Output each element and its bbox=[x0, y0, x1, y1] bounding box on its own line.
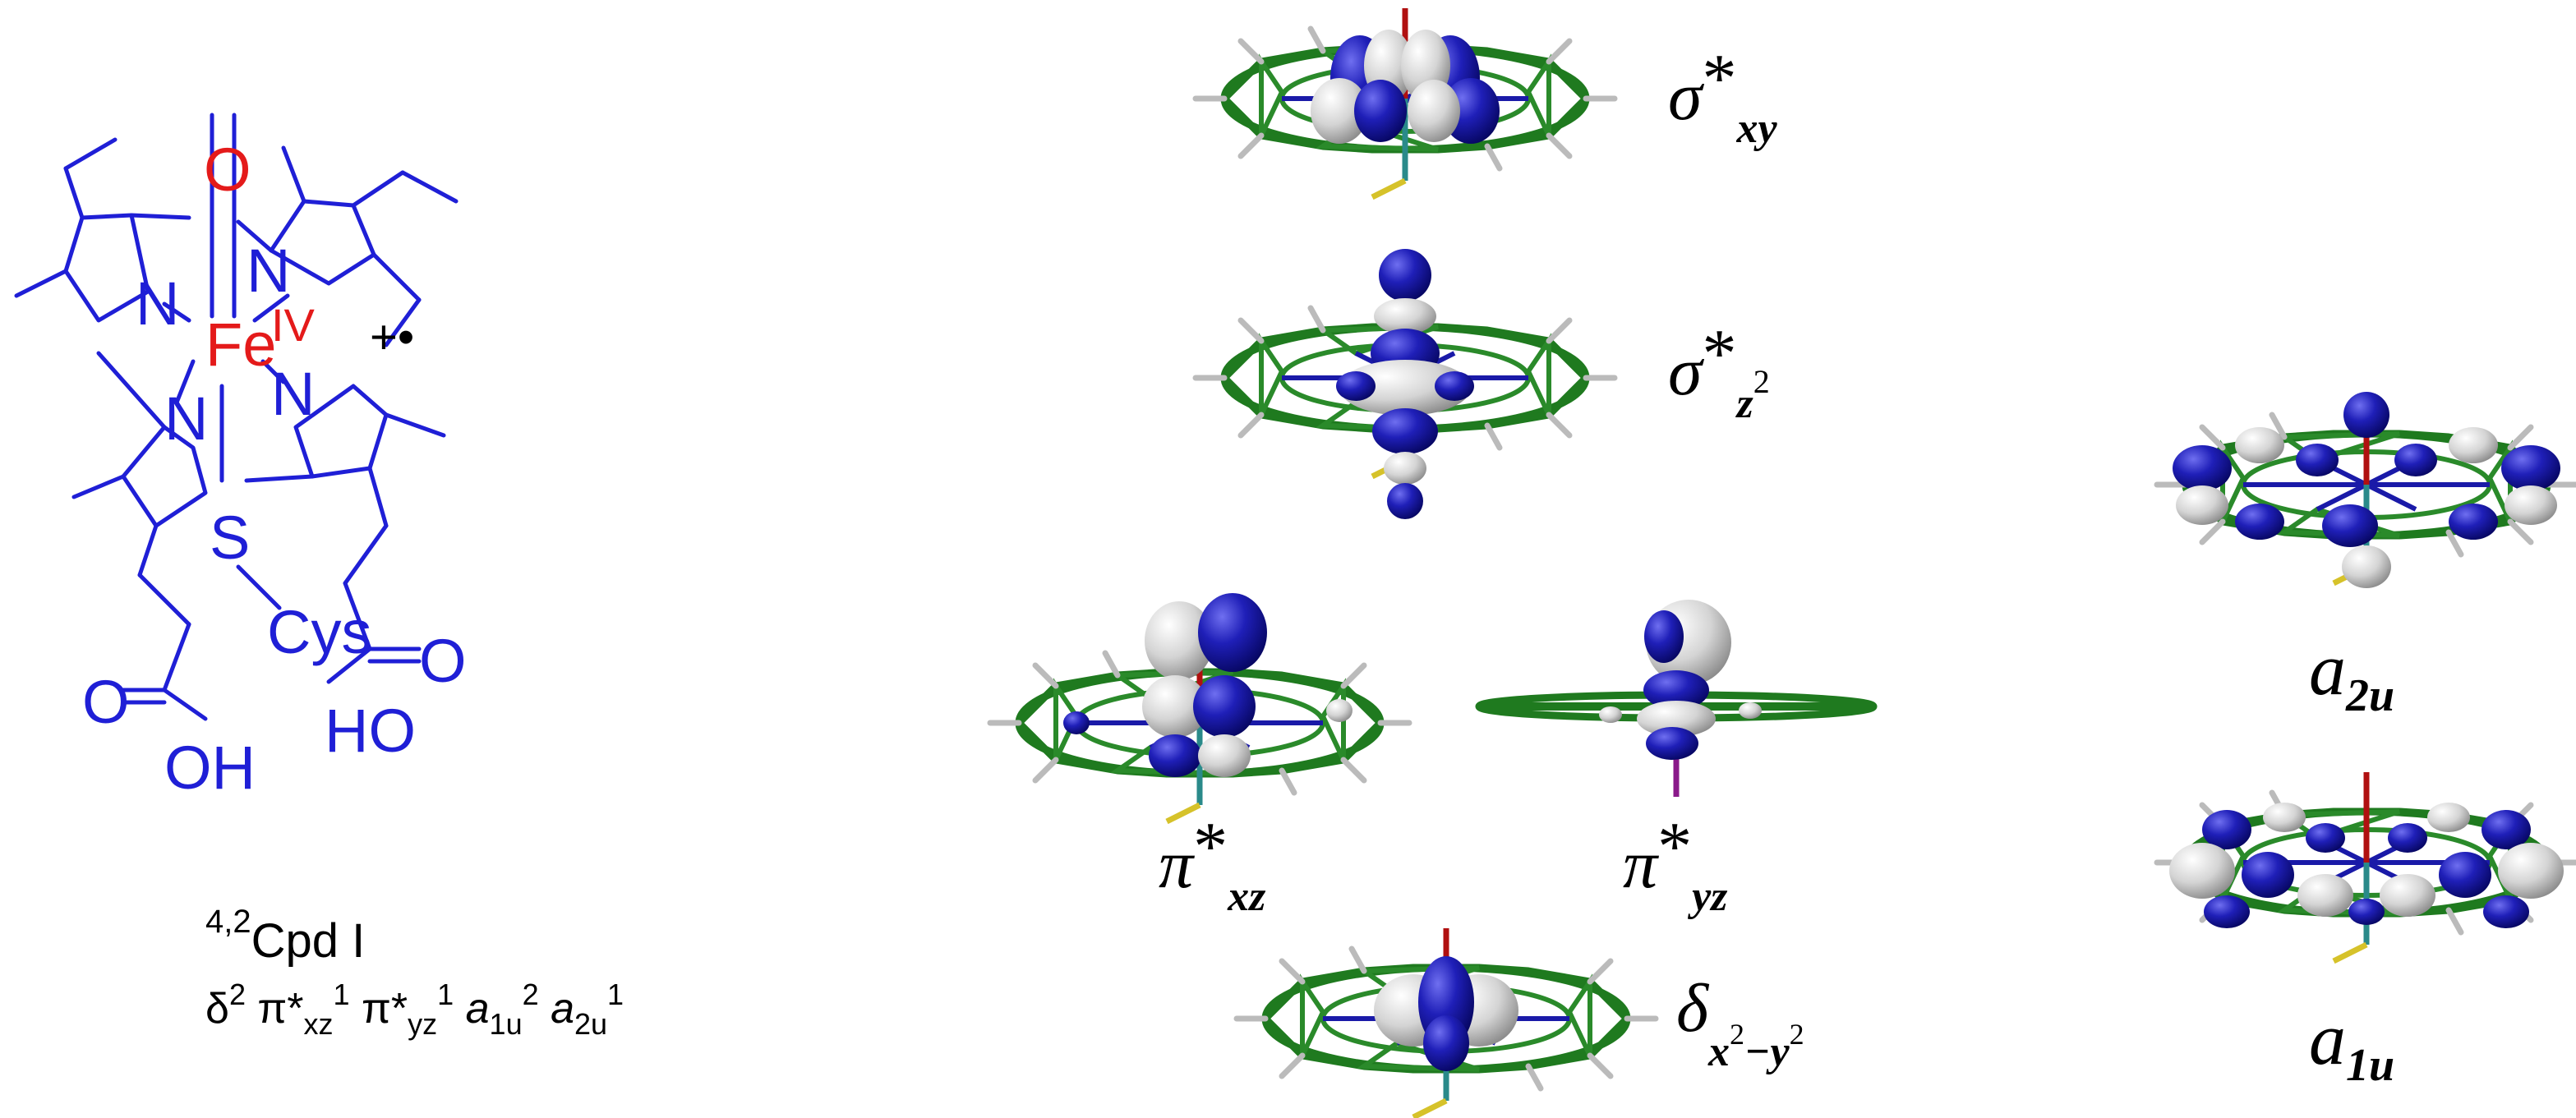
link-ab bbox=[236, 219, 274, 253]
fe-label: Fe bbox=[205, 311, 276, 379]
propionate-c-2 bbox=[137, 573, 191, 627]
radical-cation-label: +• bbox=[370, 311, 414, 364]
propionate-d-1 bbox=[367, 466, 389, 528]
methyl-b bbox=[281, 145, 306, 204]
propionate-d-2 bbox=[343, 523, 389, 586]
fe-oxidation-label: IV bbox=[271, 299, 316, 351]
methyl-d bbox=[384, 412, 446, 438]
acid-d-o-label: O bbox=[419, 627, 467, 695]
pyrrole-c bbox=[121, 425, 208, 528]
fe-n-c bbox=[174, 359, 196, 405]
oxo-o-label: O bbox=[204, 136, 251, 204]
spin-multiplicity: 4,2 bbox=[205, 904, 251, 940]
fe-n-d bbox=[260, 359, 286, 384]
acid-c-o-label: O bbox=[82, 668, 130, 736]
vinyl-a-2 bbox=[63, 137, 118, 171]
cpd-label: Cpd I bbox=[251, 914, 366, 968]
acid-c-oh-label: OH bbox=[164, 734, 256, 802]
methyl-c bbox=[71, 474, 126, 499]
link-bd bbox=[384, 297, 422, 347]
pyrrole-a bbox=[63, 213, 150, 323]
methyl-a bbox=[14, 269, 68, 298]
vinyl-b-2 bbox=[400, 170, 459, 204]
electron-configuration: δ2 π*xz1 π*yz1 a1u2 a2u1 bbox=[205, 978, 624, 1041]
orbital-delta bbox=[1237, 928, 1656, 1117]
orbital-a1u bbox=[2157, 772, 2576, 961]
cys-label: Cys bbox=[267, 598, 371, 666]
pyrrole-b bbox=[269, 199, 376, 286]
n-a-label: N bbox=[136, 269, 179, 338]
orbital-sigma-z2 bbox=[1196, 249, 1615, 519]
meso-a bbox=[129, 213, 191, 220]
label-pi-xz: π*xz bbox=[1159, 808, 1266, 920]
meso-d bbox=[244, 474, 315, 483]
label-delta: δx2−y2 bbox=[1676, 970, 1804, 1075]
cooh-c-oh bbox=[162, 688, 208, 721]
fe-n-b bbox=[252, 293, 290, 323]
s-label: S bbox=[210, 504, 250, 572]
label-a1u: a1u bbox=[2309, 999, 2394, 1091]
cpd-name: 4,2Cpd I bbox=[205, 904, 365, 968]
cpd-i-caption: 4,2Cpd I δ2 π*xz1 π*yz1 a1u2 a2u1 bbox=[205, 904, 624, 1041]
meso-c bbox=[96, 351, 167, 430]
orbital-pi-xz bbox=[990, 593, 1409, 821]
label-sigma-xy: σ*xy bbox=[1668, 40, 1777, 152]
label-sigma-z2: σ*z2 bbox=[1668, 315, 1770, 427]
orbital-pi-yz bbox=[1475, 600, 1878, 797]
acid-d-ho-label: HO bbox=[325, 697, 416, 765]
orbital-sigma-xy bbox=[1196, 8, 1615, 197]
pyrrole-d bbox=[293, 384, 389, 479]
n-c-label: N bbox=[164, 384, 208, 453]
propionate-c-3 bbox=[162, 622, 191, 692]
vinyl-b-1 bbox=[351, 170, 405, 208]
orbital-a2u bbox=[2157, 392, 2576, 588]
propionate-c-1 bbox=[137, 523, 159, 577]
vinyl-a-1 bbox=[63, 166, 85, 220]
fe-n-a bbox=[162, 301, 191, 323]
cooh-d-oh bbox=[326, 646, 372, 684]
n-b-label: N bbox=[247, 237, 290, 305]
meso-b bbox=[371, 252, 422, 302]
label-pi-yz: π*yz bbox=[1623, 808, 1728, 920]
label-a2u: a2u bbox=[2309, 629, 2394, 721]
n-d-label: N bbox=[271, 360, 315, 428]
s-cys-bond bbox=[236, 564, 282, 610]
cpd-i-structure: O N N N N Fe IV +• S Cys O OH O HO bbox=[14, 113, 467, 802]
propionate-d-3 bbox=[343, 581, 372, 651]
